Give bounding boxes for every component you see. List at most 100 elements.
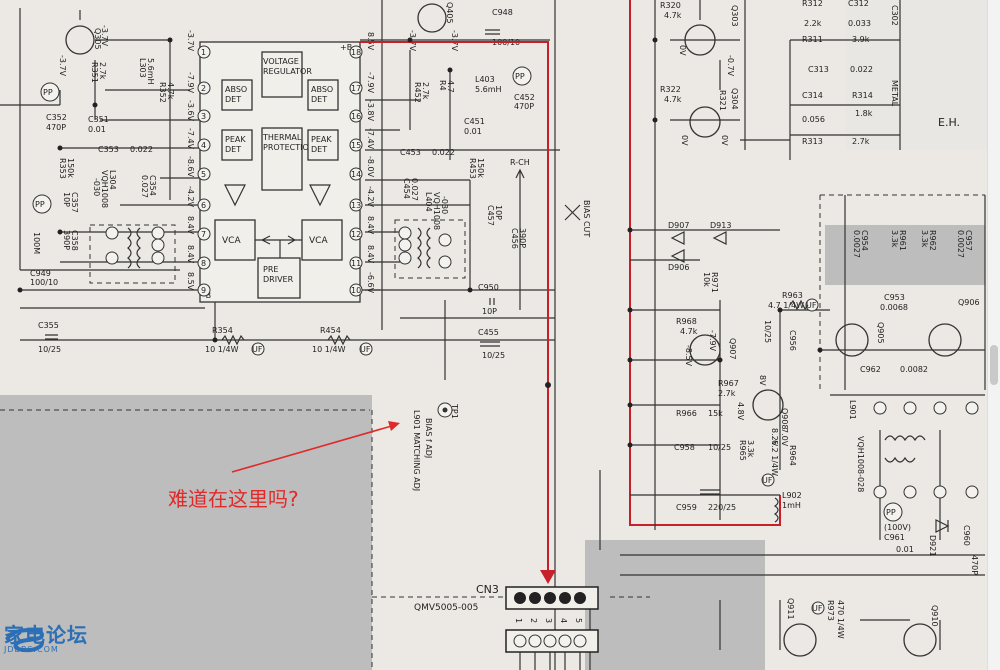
q911-label: Q911 bbox=[786, 598, 795, 620]
c354-value: 0.027 bbox=[140, 175, 149, 198]
tp1-bias-adj: BIAS f ADJ bbox=[424, 418, 433, 458]
q907-volt2: -8.5V bbox=[684, 345, 693, 367]
l902-label: L902 bbox=[782, 491, 802, 500]
c352-value: 470P bbox=[46, 123, 66, 132]
pp-badge-3: PP bbox=[515, 72, 525, 81]
c354-label: C354 bbox=[148, 175, 157, 196]
grey-panel-bottom bbox=[585, 540, 765, 670]
c314-value: 0.056 bbox=[802, 115, 825, 124]
pin-8-num: 8 bbox=[201, 259, 206, 268]
c454-label: C454 bbox=[402, 178, 411, 199]
ic-pin-1: 1 bbox=[197, 45, 211, 59]
c452-label: C452 bbox=[514, 93, 535, 102]
q910-transistor bbox=[903, 623, 937, 657]
q908-volt70: 7.0V bbox=[780, 428, 789, 447]
v-l-8: 8.4V bbox=[186, 245, 195, 264]
ic-pin-12: 12 bbox=[349, 227, 363, 241]
ic-pin-16: 16 bbox=[349, 109, 363, 123]
q905-label: Q905 bbox=[876, 322, 885, 344]
r454-value: 10 1/4W bbox=[312, 345, 346, 354]
q908-volt82: 8.2V bbox=[770, 428, 779, 447]
ic-pin-9: 9 bbox=[197, 283, 211, 297]
ic-pin-8: 8 bbox=[197, 256, 211, 270]
r966-label: R966 bbox=[676, 409, 697, 418]
q305-volt: -3.7V bbox=[100, 25, 109, 47]
l901-value: VQH1008-028 bbox=[856, 436, 865, 492]
c451-label: C451 bbox=[464, 117, 485, 126]
r354-value: 10 1/4W bbox=[205, 345, 239, 354]
c313-label: C313 bbox=[808, 65, 829, 74]
ic-block-vca-1: VCA bbox=[214, 219, 256, 261]
connector-cn3: CN3 QMV5005-005 1 2 3 4 5 bbox=[414, 583, 599, 670]
pin-5-num: 5 bbox=[201, 170, 206, 179]
r322-value: 4.7k bbox=[664, 95, 682, 104]
r311-value: 3.9k bbox=[852, 35, 870, 44]
q907-transistor bbox=[689, 334, 721, 366]
c953-value: 0.0068 bbox=[880, 303, 908, 312]
c954-value: 0.0027 bbox=[852, 230, 861, 258]
pin-16-num: 16 bbox=[351, 112, 361, 121]
voltages-left: -3.7V -7.9V -3.6V -7.4V -8.6V -4.2V 8.4V… bbox=[186, 30, 195, 291]
cn3-pin-3: 3 bbox=[544, 618, 553, 623]
r311-label: R311 bbox=[802, 35, 823, 44]
forum-logo-icon bbox=[6, 628, 45, 653]
q906-transistor bbox=[928, 323, 962, 357]
vertical-scrollbar[interactable] bbox=[987, 0, 1000, 670]
c358-label: C358 bbox=[70, 230, 79, 251]
pin-17-num: 17 bbox=[351, 84, 361, 93]
l901-label: L901 bbox=[848, 400, 857, 420]
q303-transistor bbox=[684, 24, 716, 56]
ic-pin-17: 17 bbox=[349, 81, 363, 95]
r962-label: R962 bbox=[928, 230, 937, 251]
r312-value: 2.2k bbox=[804, 19, 822, 28]
c959-value: 220/25 bbox=[708, 503, 736, 512]
c950-label: C950 bbox=[478, 283, 499, 292]
pin-14-num: 14 bbox=[351, 170, 361, 179]
ic-pin-4: 4 bbox=[197, 138, 211, 152]
r313-label: R313 bbox=[802, 137, 823, 146]
pin-3-num: 3 bbox=[201, 112, 206, 121]
r452-label: R452 bbox=[413, 82, 422, 103]
r321-label: R321 bbox=[718, 90, 727, 111]
r353-label: R353 bbox=[58, 158, 67, 179]
annotation-arrow bbox=[231, 421, 400, 473]
c957-label: C957 bbox=[964, 230, 973, 251]
c958-value: 10/25 bbox=[708, 443, 731, 452]
pin-10-num: 10 bbox=[351, 286, 361, 295]
ic-pin-6: 6 bbox=[197, 198, 211, 212]
v-l-1: -3.7V bbox=[186, 30, 195, 52]
c352-label: C352 bbox=[46, 113, 67, 122]
pp-badge-2: PP bbox=[35, 200, 45, 209]
pin-15-num: 15 bbox=[351, 141, 361, 150]
c353-label: C353 bbox=[98, 145, 119, 154]
r973-label: R973 bbox=[826, 600, 835, 621]
r966-value: 15k bbox=[708, 409, 723, 418]
v-l-4: -7.4V bbox=[186, 128, 195, 150]
q304-label: Q304 bbox=[730, 88, 739, 110]
red-highlight-path bbox=[360, 0, 781, 584]
c312-label: C312 bbox=[848, 0, 869, 8]
ic-pin-11: 11 bbox=[349, 256, 363, 270]
annotation-text: 难道在这里吗? bbox=[168, 487, 299, 511]
d907-label: D907 bbox=[668, 221, 689, 230]
q405-volt: -3.7V bbox=[408, 30, 417, 52]
r452-value: 2.7k bbox=[421, 82, 430, 100]
q907-label: Q907 bbox=[728, 338, 737, 360]
l403-label: L403 bbox=[475, 75, 495, 84]
q908-volt8: 8V bbox=[758, 375, 767, 386]
scrollbar-thumb[interactable] bbox=[990, 345, 998, 385]
c353-value: 0.022 bbox=[130, 145, 153, 154]
c457-label: C457 bbox=[486, 205, 495, 226]
ic-pin-2: 2 bbox=[197, 81, 211, 95]
r965-value: 3.3k bbox=[746, 440, 755, 458]
cn3-label: CN3 bbox=[476, 583, 499, 596]
ic-pin-15: 15 bbox=[349, 138, 363, 152]
v-r-13: -4.2V bbox=[366, 186, 375, 208]
pp-badge-1: PP bbox=[43, 88, 53, 97]
